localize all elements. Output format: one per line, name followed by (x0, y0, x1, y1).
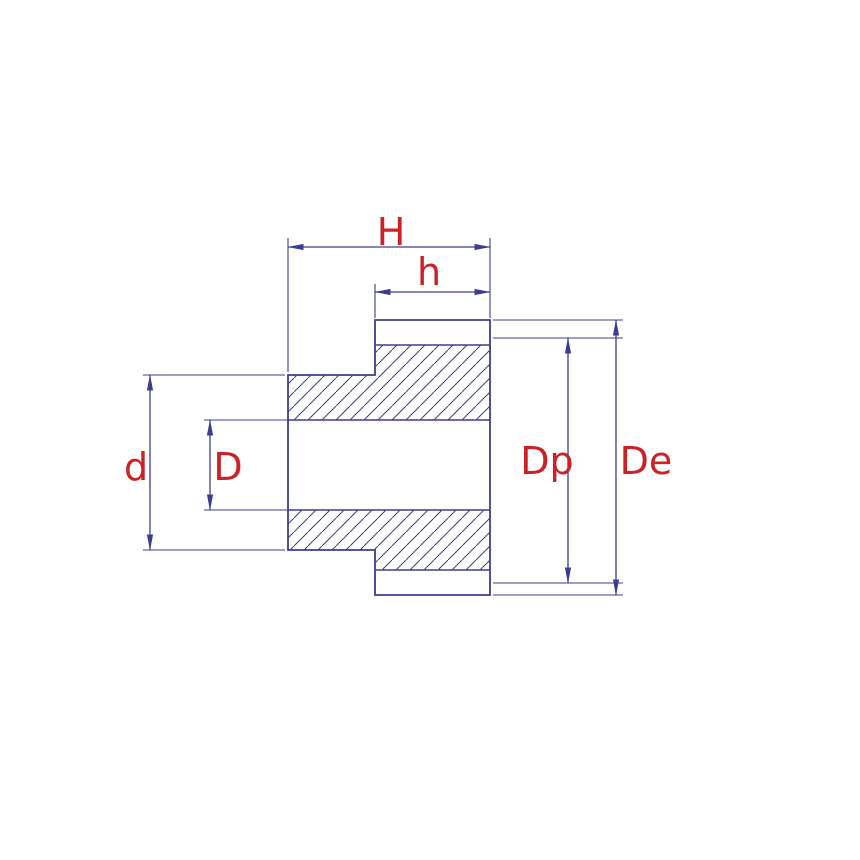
dimension-d: d (124, 374, 285, 551)
dimension-h: h (374, 250, 491, 318)
part-internal-lines (288, 344, 490, 571)
dim-label-H: H (377, 210, 406, 254)
dim-label-D: D (213, 445, 242, 489)
dim-label-d: d (124, 445, 148, 489)
dimension-H: H (287, 210, 491, 372)
dim-label-h: h (417, 250, 441, 294)
hatch-region-bottom (288, 510, 490, 570)
dimension-D: D (204, 419, 288, 511)
dimension-De: De (493, 319, 673, 596)
dim-label-Dp: Dp (520, 439, 573, 483)
dimension-Dp: Dp (493, 337, 623, 584)
hatch-region-top (288, 345, 490, 420)
section-hatching (288, 345, 490, 570)
dim-label-De: De (620, 439, 673, 483)
